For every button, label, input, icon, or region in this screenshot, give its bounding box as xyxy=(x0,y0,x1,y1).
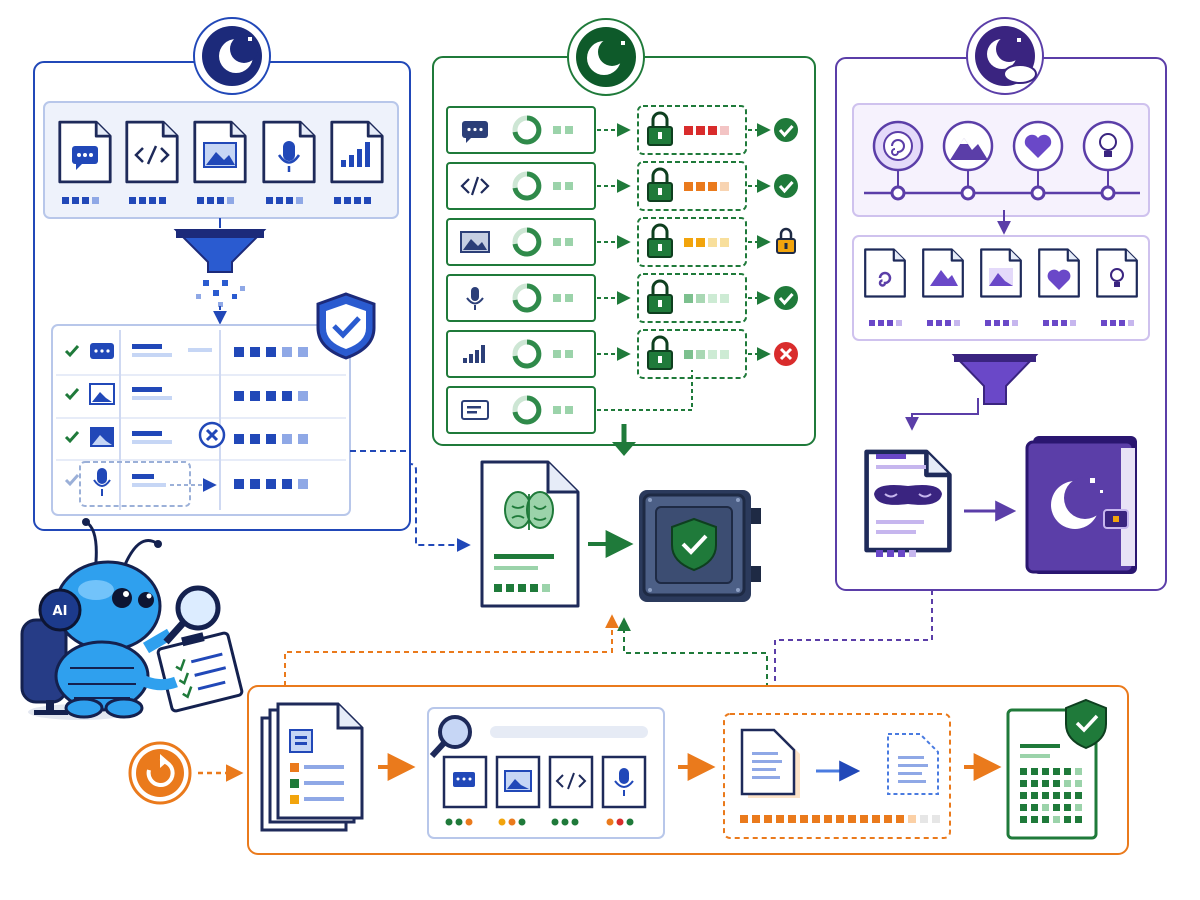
transform-progress xyxy=(740,815,940,823)
theme-lightbulb xyxy=(1082,120,1134,201)
access-rows xyxy=(446,105,798,434)
theme-heart xyxy=(1012,120,1064,201)
file-chat xyxy=(58,120,112,184)
chart-icon xyxy=(463,345,485,363)
memory-file xyxy=(480,460,580,608)
magnifier-icon xyxy=(429,715,472,759)
file-code xyxy=(125,120,179,184)
stacked-documents xyxy=(260,702,364,832)
access-panel xyxy=(432,18,816,456)
access-row xyxy=(446,161,798,211)
ai-agent-mascot: AI xyxy=(20,518,244,720)
search-card xyxy=(427,707,665,839)
theme-file-dots xyxy=(869,320,1134,326)
access-row xyxy=(446,105,798,155)
padlock-icon xyxy=(647,335,673,370)
transform-card xyxy=(723,713,951,839)
file-image xyxy=(193,120,247,184)
clipboard-icon xyxy=(156,631,244,713)
dream-panel xyxy=(835,17,1167,591)
sleep-document xyxy=(867,452,950,557)
document-icon xyxy=(461,400,489,420)
approved-status-icon xyxy=(774,286,798,310)
search-result-dots xyxy=(445,818,634,826)
file-chart xyxy=(330,120,384,184)
file-audio xyxy=(262,120,316,184)
theme-mountain xyxy=(942,120,994,201)
image-icon xyxy=(460,231,490,253)
intake-panel xyxy=(33,17,411,531)
padlock-icon xyxy=(647,223,673,258)
moon-icon xyxy=(193,17,271,95)
padlock-icon xyxy=(647,167,673,202)
theme-spiral xyxy=(872,120,924,201)
dream-journal-book xyxy=(1025,436,1137,574)
ai-badge-text: AI xyxy=(53,604,68,619)
padlock-icon xyxy=(647,279,673,314)
moon-star-icon xyxy=(567,18,645,96)
filtered-table xyxy=(51,324,351,516)
access-row xyxy=(446,273,798,323)
approved-status-icon xyxy=(774,118,798,142)
approved-status-icon xyxy=(774,174,798,198)
dream-funnel-icon xyxy=(951,354,1039,405)
shield-check-icon xyxy=(316,292,376,360)
access-row xyxy=(446,217,796,267)
padlock-icon xyxy=(647,111,673,146)
moon-cloud-icon xyxy=(966,17,1044,95)
locked-status-icon xyxy=(776,227,796,254)
verified-document xyxy=(1006,698,1107,840)
rejected-status-icon xyxy=(774,342,798,366)
microphone-icon xyxy=(466,287,484,310)
chat-icon xyxy=(462,121,488,143)
vault-safe-icon xyxy=(639,490,761,602)
code-icon xyxy=(460,176,490,196)
reject-x-icon xyxy=(198,421,226,449)
theme-files xyxy=(864,248,1138,298)
file-progress-dots xyxy=(62,197,371,204)
refresh-icon xyxy=(128,741,192,805)
access-row xyxy=(446,329,798,379)
brain-icon xyxy=(504,491,554,530)
review-loop-panel xyxy=(128,685,1129,855)
magnifying-glass-icon xyxy=(163,585,221,645)
access-row xyxy=(446,370,693,434)
verified-shield-icon xyxy=(1065,698,1107,750)
filter-funnel-icon xyxy=(173,229,267,307)
